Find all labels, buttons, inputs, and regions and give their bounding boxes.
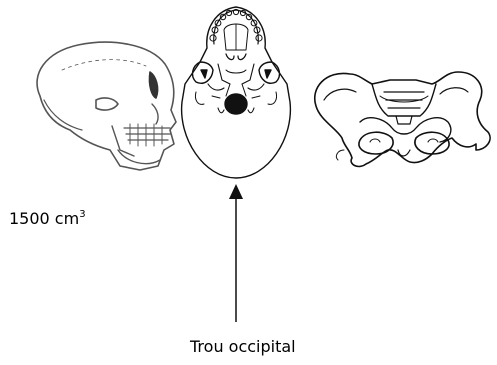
brain-volume-value: 1500 cm bbox=[9, 209, 79, 228]
pelvis-icon bbox=[315, 72, 490, 166]
skull-inferior-view-icon bbox=[182, 7, 291, 178]
skull-side-view-icon bbox=[37, 42, 176, 170]
pointer-arrow bbox=[229, 184, 243, 322]
brain-volume-label: 1500 cm3 bbox=[9, 205, 86, 229]
arrow-caption: Trou occipital bbox=[190, 337, 296, 357]
brain-volume-exponent: 3 bbox=[79, 209, 85, 220]
